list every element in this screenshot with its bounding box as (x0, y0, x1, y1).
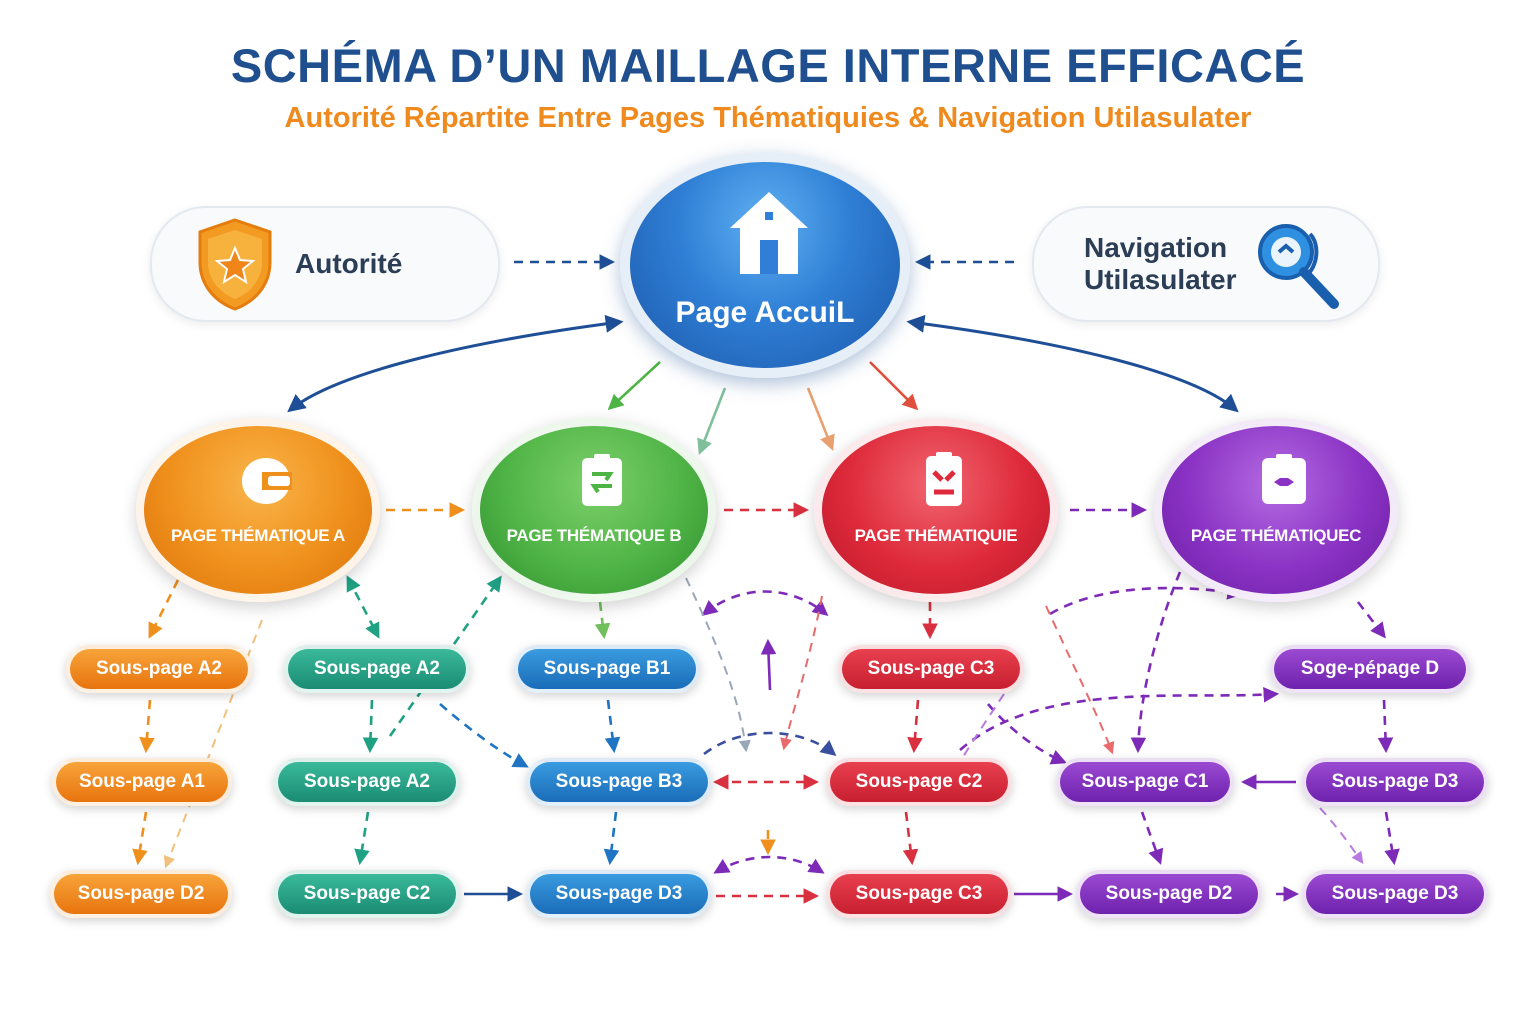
subpage-pill: Sous-page C2 (274, 870, 460, 918)
subpage-arc-arrow (701, 590, 829, 616)
subpage-link-arrow (1140, 811, 1164, 865)
subpage-pill: Sous-page D2 (50, 870, 232, 918)
long-link-line (1319, 807, 1364, 864)
hub-link-arrow (346, 575, 380, 639)
hub-b: PAGE THÉMATIQUE B (472, 418, 716, 602)
hub-a: PAGE THÉMATIQUE A (136, 418, 380, 602)
subpage-link-arrow (603, 811, 620, 866)
subpage-link-arrow (132, 811, 148, 866)
page-subtitle: Autorité Répartite Entre Pages Thématiqu… (284, 102, 1252, 134)
home-hub-a-arrow (287, 314, 624, 413)
subpage-link-arrow (604, 699, 621, 754)
gear-icon (236, 452, 296, 510)
long-link-line (780, 595, 823, 751)
hub-link-arrow (594, 601, 611, 640)
tablet-icon (1254, 452, 1314, 510)
house-icon (724, 186, 814, 282)
hub-b-label: PAGE THÉMATIQUE B (506, 526, 682, 545)
hub-link-arrow (1356, 601, 1386, 639)
magnifier-icon (1246, 214, 1346, 314)
subpage-link-arrow (907, 699, 923, 754)
subpage-link-arrow (987, 703, 1067, 765)
subpage-link-arrow (959, 686, 1280, 751)
subpage-pill: Sous-page C3 (826, 870, 1012, 918)
hub-c: PAGE THÉMATIQUIE (814, 418, 1058, 602)
subpage-pill: Sous-page A2 (284, 645, 470, 693)
home-link-line (806, 387, 835, 451)
subpage-link-arrow (139, 699, 155, 754)
home-hub-b-arrow (607, 361, 661, 411)
clipboard-icon (572, 452, 632, 510)
subpage-link-arrow (1384, 811, 1400, 866)
subpage-link-arrow (362, 699, 379, 754)
subpage-pill: Sous-page D2 (1076, 870, 1262, 918)
shield-star-icon (192, 216, 278, 312)
subpage-pill: Sous-page A1 (52, 758, 232, 806)
home-page-node: Page AccuiL (620, 152, 910, 378)
hub-d-label: PAGE THÉMATIQUEC (1190, 526, 1362, 545)
authority-card: Autorité (150, 206, 500, 322)
subpage-link-arrow (760, 638, 777, 691)
long-link-line (1045, 605, 1115, 755)
page-title: SCHÉMA D’UN MAILLAGE INTERNE EFFICACÉ (230, 39, 1306, 92)
subpage-arc-arrow (1049, 584, 1244, 616)
hub-link-arrow (148, 579, 180, 639)
hub-d: PAGE THÉMATIQUEC (1154, 418, 1398, 602)
hub-a-label: PAGE THÉMATIQUE A (170, 526, 346, 545)
subpage-pill: Sous-page D3 (1302, 870, 1488, 918)
subpage-arc-arrow (713, 855, 825, 874)
authority-label: Autorité (295, 248, 403, 279)
subpage-link-arrow (1130, 571, 1182, 754)
navigation-label-line2: Utilasulater (1084, 264, 1237, 295)
subpage-pill: Sous-page D3 (1302, 758, 1488, 806)
subpage-pill: Sous-page C3 (838, 645, 1024, 693)
subpage-pill: Sous-page C1 (1056, 758, 1234, 806)
subpage-link-arrow (439, 703, 529, 768)
document-icon (914, 452, 974, 510)
home-page-label: Page AccuiL (675, 296, 855, 329)
subpage-pill: Sous-page A2 (66, 645, 252, 693)
home-link-line (697, 387, 727, 455)
long-link-line (163, 619, 263, 869)
hub-c-label: PAGE THÉMATIQUIE (854, 526, 1018, 545)
subpage-link-arrow (354, 811, 370, 866)
subpage-link-arrow (1377, 699, 1394, 754)
navigation-label-line1: Navigation (1084, 232, 1228, 263)
subpage-pill: Sous-page C2 (826, 758, 1012, 806)
navigation-card: Navigation Utilasulater (1032, 206, 1380, 322)
subpage-pill: Sous-page B1 (514, 645, 700, 693)
long-link-line (685, 577, 751, 753)
subpage-pill: Sous-page D3 (526, 870, 712, 918)
subpage-pill: Sous-page A2 (274, 758, 460, 806)
home-hub-d-arrow (906, 314, 1239, 413)
subpage-arc-arrow (703, 731, 837, 756)
subpage-pill: Soge-pépage D (1270, 645, 1470, 693)
subpage-pill: Sous-page B3 (526, 758, 712, 806)
home-hub-c-arrow (869, 361, 919, 411)
subpage-link-arrow (902, 811, 919, 866)
